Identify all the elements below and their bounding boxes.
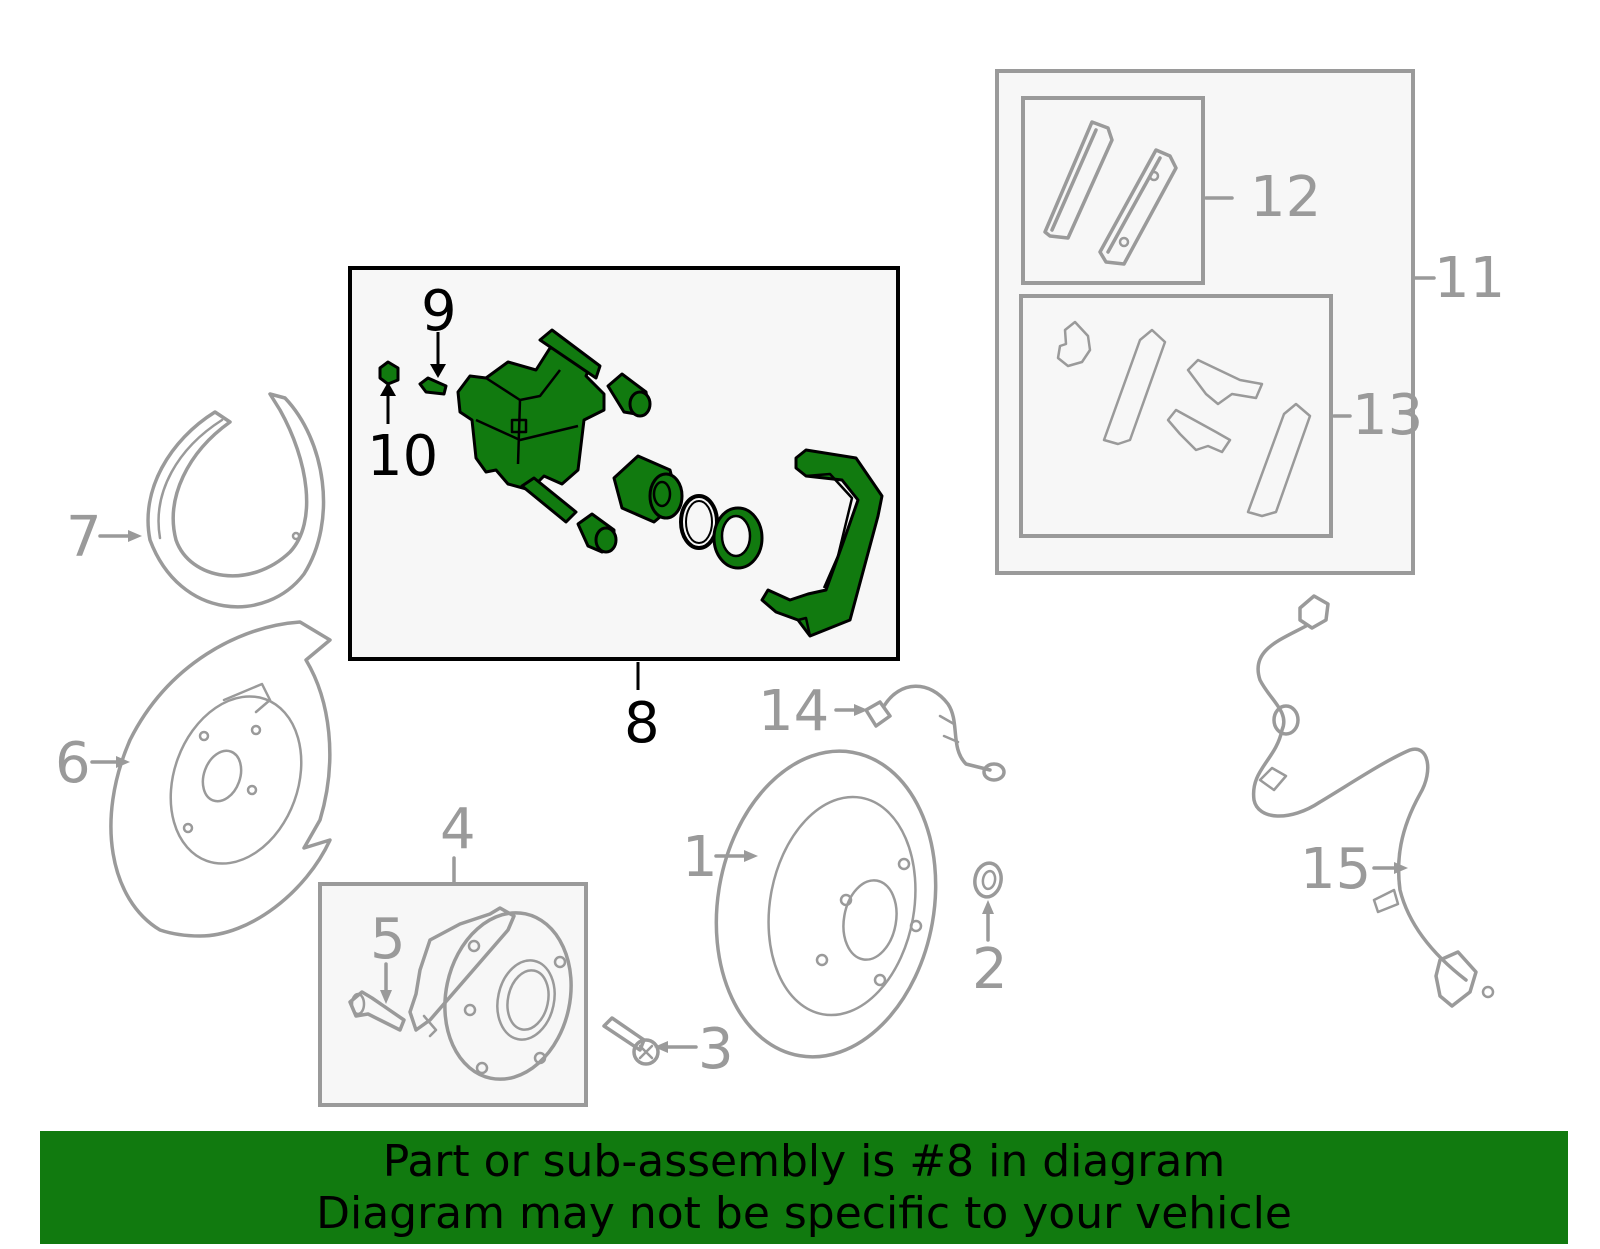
callout-13: 13 [1352,383,1423,448]
parking-brake-shoe [146,392,326,609]
brake-rotor [714,749,938,1059]
rotor-screw [602,1016,660,1066]
bleeder-screw-and-cap [378,360,448,396]
caliper-piston [612,454,684,524]
callout-10: 10 [367,424,438,489]
brake-pad-drawing [1043,120,1178,266]
wear-sensor [864,684,1006,782]
hub-bolt-drawing [348,990,406,1032]
backing-plate [109,620,332,938]
caliper-assembly-group: 10 9 8 [348,266,900,756]
guide-pin-boots [576,372,652,554]
callout-12: 12 [1250,165,1321,230]
hardware-kit-box [1019,294,1333,538]
callout-14: 14 [758,679,829,744]
callout-3: 3 [698,1017,734,1082]
washer [973,861,1003,899]
abs-sensor [1251,594,1495,1008]
callout-9: 9 [421,279,457,344]
callout-5: 5 [370,907,406,972]
callout-6: 6 [55,731,91,796]
callout-11: 11 [1434,246,1505,311]
callout-4: 4 [440,797,476,862]
banner-line-1: Part or sub-assembly is #8 in diagram [382,1135,1226,1187]
pad-hardware-drawing [1056,320,1312,518]
hub-bearing-drawing [408,906,573,1081]
callout-7: 7 [66,505,102,570]
callout-8: 8 [624,691,660,756]
caliper-body [456,328,606,524]
caliper-bracket [760,448,884,638]
banner-line-2: Diagram may not be specific to your vehi… [316,1187,1292,1239]
brake-pads-box [1021,96,1205,285]
callout-1: 1 [682,825,718,890]
info-banner: Part or sub-assembly is #8 in diagram Di… [40,1131,1568,1244]
piston-dust-boot [712,506,764,570]
callout-2: 2 [972,937,1008,1002]
hub-bearing-group: 4 5 [318,797,588,1107]
callout-15: 15 [1300,837,1371,902]
pad-kit-group: 12 13 11 [995,69,1505,575]
